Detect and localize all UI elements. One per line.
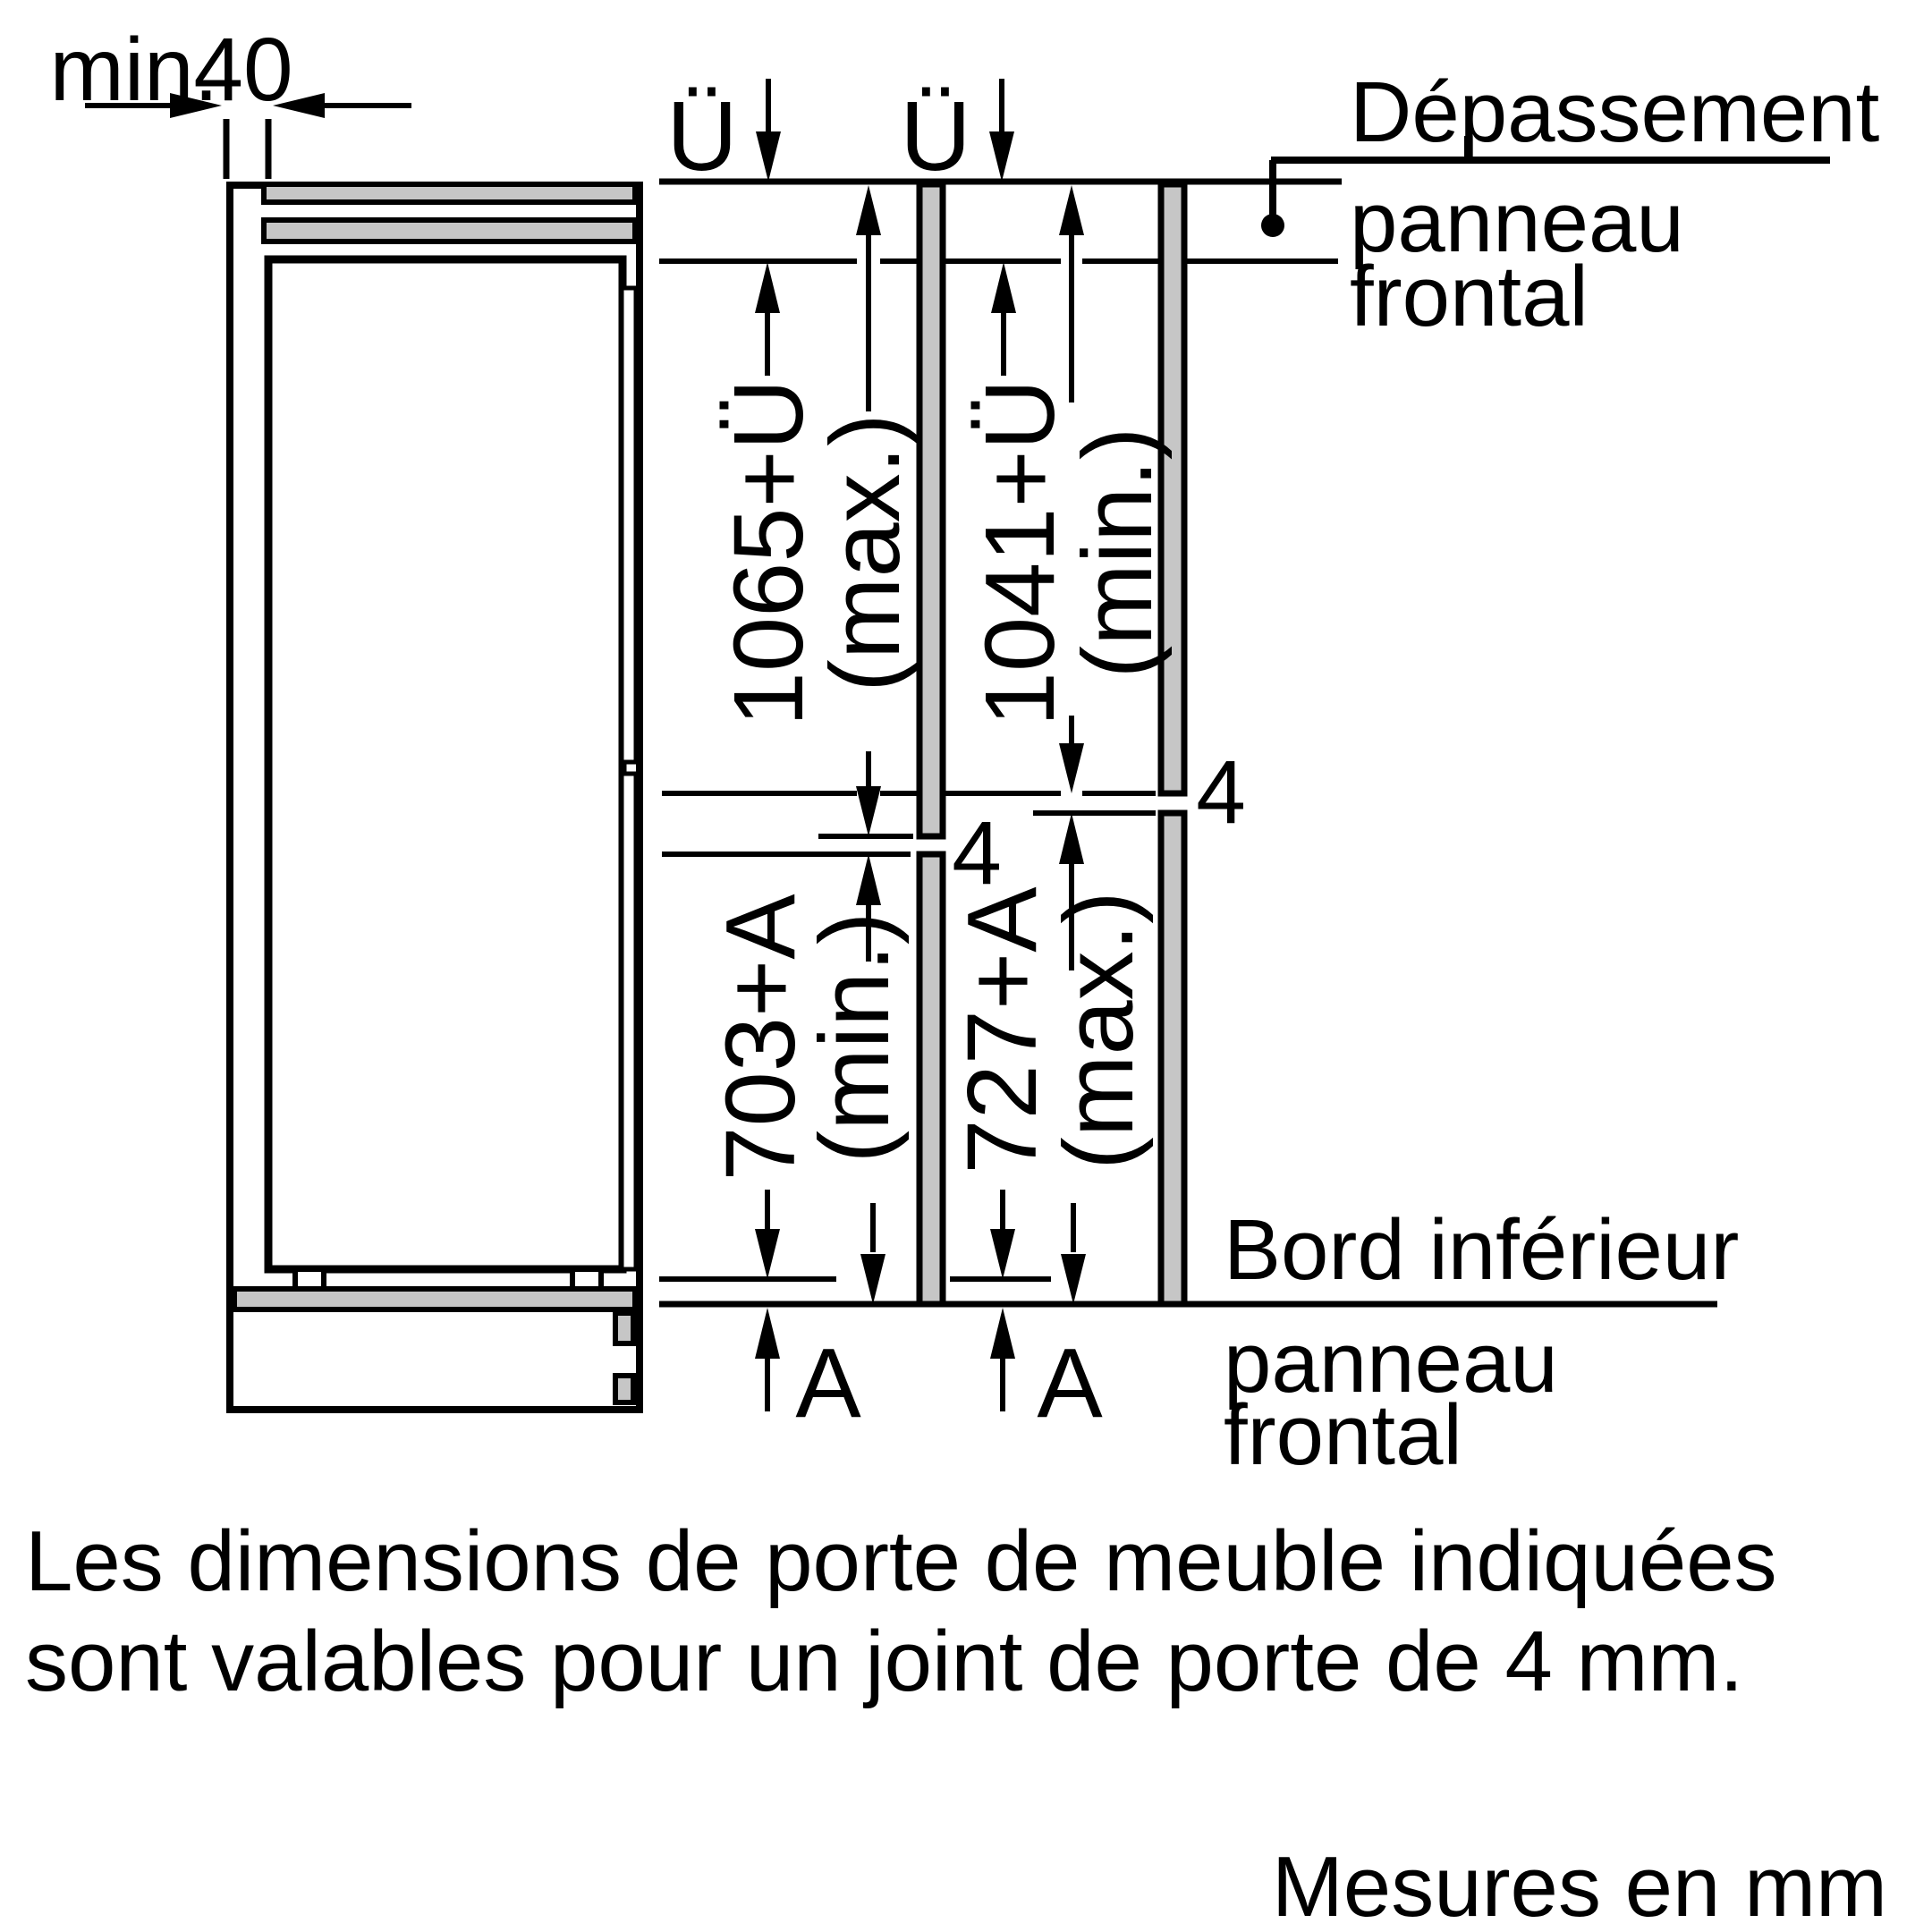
appliance-door-lower	[619, 771, 639, 1272]
top-bracket-bar-2	[261, 217, 638, 244]
callout-bottom-line1: Bord inférieur	[1224, 1202, 1739, 1298]
note-paragraph: Les dimensions de porte de meuble indiqu…	[25, 1513, 1777, 1709]
callout-dot	[1261, 214, 1284, 237]
units-label: Mesures en mm	[1272, 1839, 1887, 1932]
callout-top-line3: frontal	[1350, 249, 1589, 344]
base-tab-upper	[613, 1310, 636, 1346]
min40-arrow-right	[85, 93, 222, 118]
min40-prefix-label: min.	[50, 20, 219, 120]
a-right-up-arrow	[990, 1308, 1015, 1411]
a-symbol-left: A	[795, 1328, 861, 1438]
panel-right-upper	[1157, 181, 1188, 797]
min-40-dimension: min. 40	[50, 20, 411, 179]
joint-gap-labels: 4 4	[952, 742, 1246, 903]
callout-top-line1: Dépassement	[1350, 64, 1879, 160]
left-lower-dimension-value: 703+A	[706, 894, 816, 1182]
right-upper-dimension-value: 1041+Ü	[965, 379, 1075, 726]
a-left-down-arrow	[755, 1190, 780, 1279]
overhang-markers-top: Ü Ü	[666, 79, 1016, 376]
right-chain-mid-up-arrow	[1059, 813, 1084, 970]
appliance-foot-left	[292, 1267, 326, 1292]
callout-bottom-line2: panneau	[1224, 1315, 1558, 1411]
panel-left-lower	[916, 851, 946, 1308]
left-upper-dimension-qualifier: (max.)	[810, 413, 920, 692]
a-left-up-arrow	[755, 1308, 780, 1411]
overhang-right-down-arrow	[989, 79, 1014, 182]
right-chain-bottom-down-arrow	[1061, 1203, 1086, 1304]
min40-value-label: 40	[193, 20, 292, 120]
left-upper-dimension-value: 1065+Ü	[714, 379, 824, 726]
top-bracket-bar-1	[261, 182, 638, 205]
door-panels	[916, 181, 1188, 1308]
left-chain-bottom-down-arrow	[860, 1203, 886, 1304]
appliance-body	[264, 255, 627, 1274]
dimension-chain-right: 1041+Ü (min.) 727+A (max.)	[947, 185, 1173, 1304]
reference-lines	[659, 178, 1717, 1308]
overhang-markers-bottom: A A	[755, 1190, 1103, 1438]
left-chain-mid-down-arrow	[856, 751, 881, 836]
overhang-right-up-arrow	[991, 262, 1016, 376]
base-tab-lower	[613, 1373, 636, 1405]
note-line1: Les dimensions de porte de meuble indiqu…	[25, 1513, 1777, 1609]
dimension-chain-left: 1065+Ü (max.) 703+A (min.)	[706, 185, 920, 1304]
panel-left-upper	[916, 181, 946, 840]
overhang-symbol-right: Ü	[900, 81, 970, 191]
joint-gap-label-left: 4	[952, 803, 1002, 903]
right-lower-dimension-qualifier: (max.)	[1044, 891, 1154, 1170]
right-chain-top-up-arrow	[1059, 185, 1084, 402]
joint-gap-label-right: 4	[1196, 742, 1246, 843]
cabinet-cross-section	[226, 182, 643, 1413]
depassement-callout: Dépassement panneau frontal	[1261, 64, 1879, 344]
right-chain-mid-down-arrow	[1059, 716, 1084, 793]
overhang-left-up-arrow	[755, 262, 780, 376]
right-lower-dimension-value: 727+A	[947, 886, 1057, 1174]
left-chain-top-up-arrow	[856, 185, 881, 411]
a-symbol-right: A	[1037, 1328, 1103, 1438]
left-lower-dimension-qualifier: (min.)	[800, 911, 910, 1163]
panel-right-lower	[1157, 809, 1188, 1308]
base-plinth-bar	[232, 1286, 638, 1312]
min40-arrow-left	[273, 93, 411, 118]
a-right-down-arrow	[990, 1190, 1015, 1279]
right-upper-dimension-qualifier: (min.)	[1063, 427, 1173, 678]
overhang-symbol-left: Ü	[666, 81, 737, 191]
bord-inferieur-label: Bord inférieur panneau frontal	[1224, 1202, 1739, 1483]
callout-bottom-line3: frontal	[1224, 1387, 1462, 1483]
overhang-left-down-arrow	[756, 79, 781, 182]
appliance-foot-right	[570, 1267, 604, 1292]
note-line2: sont valables pour un joint de porte de …	[25, 1614, 1743, 1709]
left-chain-mid-up-arrow	[856, 854, 881, 962]
appliance-door-upper	[619, 285, 639, 765]
callout-top-line2: panneau	[1350, 174, 1684, 270]
